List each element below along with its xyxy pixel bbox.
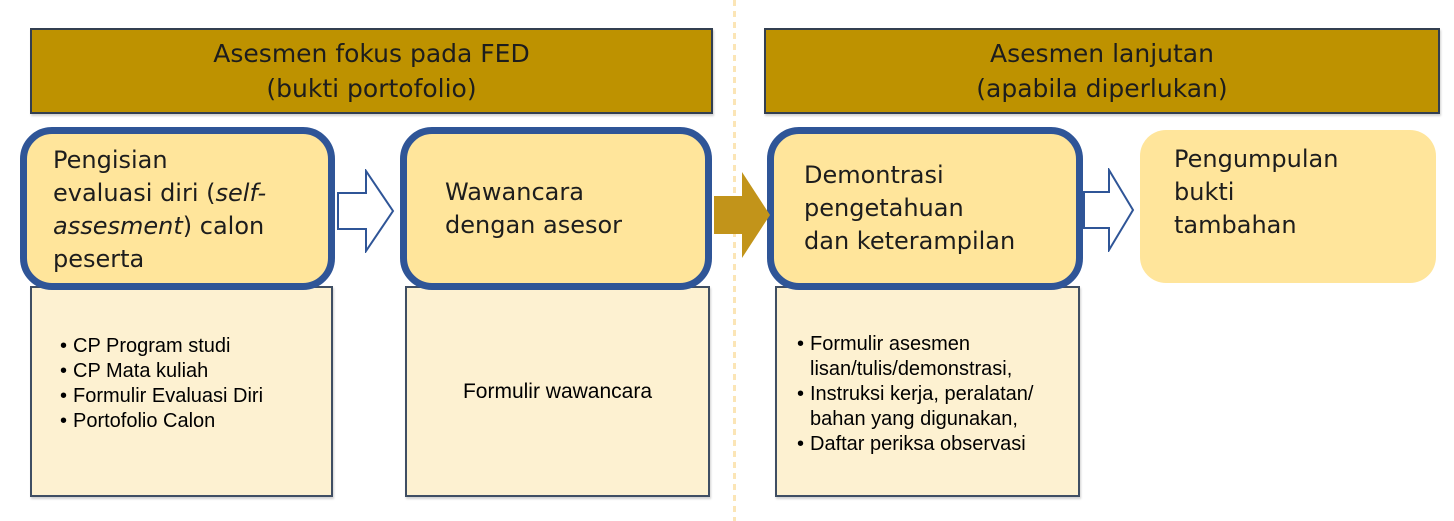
section-divider-dotted-line [733,0,736,521]
right-section-header: Asesmen lanjutan (apabila diperlukan) [764,28,1440,114]
step-box-additional-evidence: Pengumpulan bukti tambahan [1140,130,1436,283]
detail-panel-self-evaluation: CP Program studi CP Mata kuliah Formulir… [30,286,333,497]
header-line: (apabila diperlukan) [976,74,1228,103]
section-transition-arrow-solid-icon [714,172,770,258]
list-item: Portofolio Calon [58,409,325,434]
detail-text: Formulir wawancara [462,380,653,403]
header-line: Asesmen lanjutan [990,39,1214,68]
step-title: Pengisian evaluasi diri (self-assesment)… [53,144,325,276]
step-box-self-evaluation: Pengisian evaluasi diri (self-assesment)… [20,127,335,290]
left-section-header: Asesmen fokus pada FED (bukti portofolio… [30,28,713,114]
detail-list: Formulir asesmen lisan/tulis/demonstrasi… [795,332,1074,457]
list-item: CP Program studi [58,334,325,359]
header-line: (bukti portofolio) [266,74,477,103]
flow-arrow-right-outline-icon [337,169,395,253]
detail-list: CP Program studi CP Mata kuliah Formulir… [58,334,325,434]
list-item: Daftar periksa observasi [795,432,1074,457]
step-title: Wawancara dengan asesor [445,177,623,239]
header-line: Asesmen fokus pada FED [213,39,530,68]
step-title-text: ) calon peserta [53,212,265,273]
list-item: Instruksi kerja, peralatan/ bahan yang d… [795,382,1074,432]
step-title-italic: self-assesment [53,179,267,240]
step-box-interview: Wawancara dengan asesor [400,127,712,290]
step-title: Demontrasi pengetahuan dan keterampilan [804,161,1016,255]
list-item: Formulir Evaluasi Diri [58,384,325,409]
list-item: CP Mata kuliah [58,359,325,384]
detail-panel-demonstration: Formulir asesmen lisan/tulis/demonstrasi… [775,286,1080,497]
step-box-demonstration: Demontrasi pengetahuan dan keterampilan [767,127,1083,290]
flow-arrow-right-outline-icon [1083,168,1135,252]
detail-panel-interview: Formulir wawancara [405,286,710,497]
step-title-text: Pengisian evaluasi diri ( [53,146,216,207]
list-item: Formulir asesmen lisan/tulis/demonstrasi… [795,332,1074,382]
